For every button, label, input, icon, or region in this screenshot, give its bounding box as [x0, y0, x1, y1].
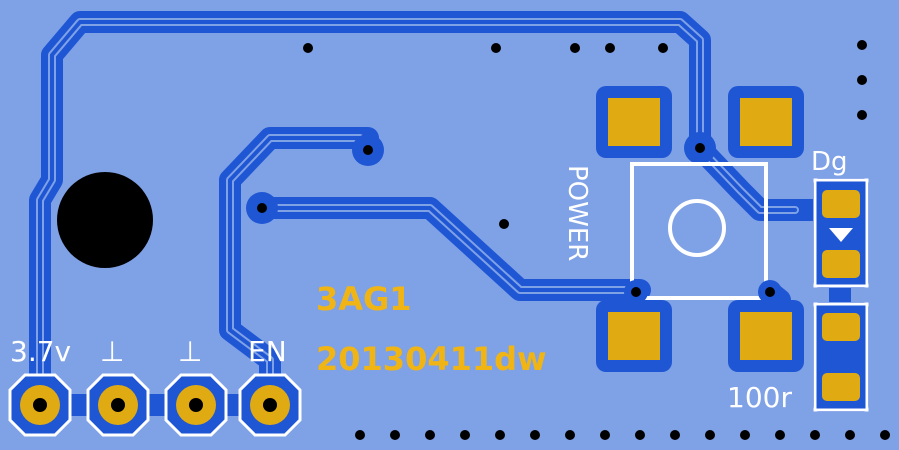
diode-triangle-icon	[829, 228, 853, 242]
led-footprint	[813, 178, 869, 288]
stitching-vias	[303, 40, 890, 440]
part-id-label: 3AG1	[316, 280, 412, 318]
mounting-hole-icon	[57, 172, 153, 268]
header-label-en: EN	[248, 335, 287, 368]
header-label-gnd-2: ⊥	[178, 335, 202, 368]
header-pins	[8, 373, 302, 437]
led-label: Dg	[811, 147, 848, 177]
switch-pads	[596, 86, 804, 372]
vias	[246, 132, 716, 224]
resistor-footprint	[813, 302, 869, 412]
copper-traces	[29, 11, 851, 416]
switch-label: POWER	[562, 165, 592, 261]
resistor-label: 100r	[727, 381, 792, 414]
date-code-label: 20130411dw	[316, 340, 547, 378]
switch-outline	[630, 162, 768, 300]
header-label-gnd-1: ⊥	[100, 335, 124, 368]
header-label-3v7: 3.7v	[10, 335, 71, 368]
